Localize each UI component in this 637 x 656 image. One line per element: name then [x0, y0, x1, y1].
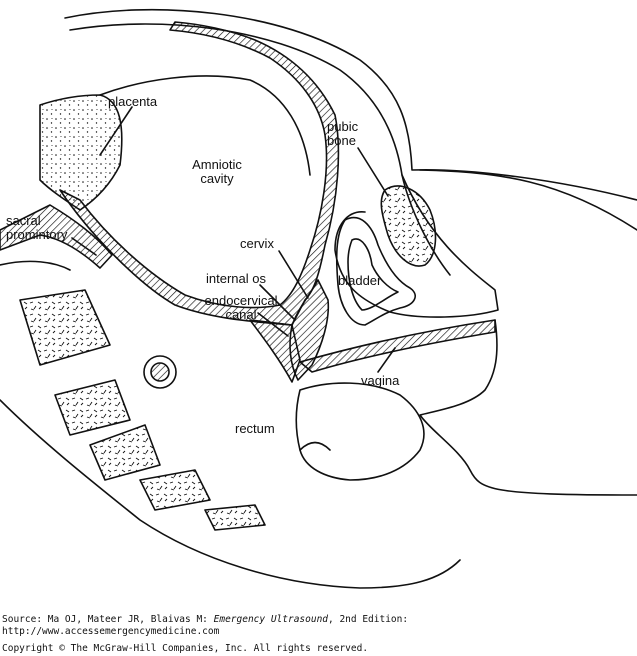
lower-body-outline [419, 319, 637, 496]
endocervical-canal [249, 319, 301, 383]
label-rectum: rectum [235, 421, 275, 436]
pubic-bone [380, 185, 437, 267]
leader-vagina [377, 347, 396, 373]
thigh-outline [419, 169, 637, 231]
abdominal-wall-outer [64, 8, 637, 201]
spine-outline [0, 260, 71, 271]
label-bladder: bladder [338, 273, 382, 288]
bladder-inner [347, 238, 399, 311]
label-pubic-line2: bone [327, 133, 356, 148]
vertebra-4 [139, 469, 211, 511]
label-sacral-line1: sacral [6, 213, 41, 228]
vertebra-5 [204, 504, 266, 531]
label-amniotic-cavity: Amniotic cavity [182, 158, 252, 186]
label-amniotic-line1: Amniotic [192, 157, 242, 172]
bowel-loop [143, 355, 177, 389]
label-sacral-promontory: sacral promintory [6, 214, 67, 242]
rectum-fold [299, 441, 331, 451]
label-amniotic-line2: cavity [200, 171, 234, 186]
source-edition: , 2nd Edition: [328, 614, 409, 625]
pubic-region-outline [334, 174, 499, 318]
leader-sacral [71, 237, 97, 256]
label-sacral-line2: promintory [6, 227, 68, 242]
source-prefix: Source: Ma OJ, Mateer JR, Blaivas M: [2, 614, 214, 625]
source-url: http://www.accessemergencymedicine.com [2, 626, 220, 637]
sacral-promontory [0, 204, 113, 269]
copyright-line: Copyright © The McGraw-Hill Companies, I… [2, 643, 369, 654]
label-pubic-line1: pubic [327, 119, 359, 134]
vertebra-3 [89, 424, 161, 481]
label-endocervical-line1: endocervical [204, 293, 278, 308]
bladder-outline [335, 216, 416, 326]
vagina [299, 319, 496, 373]
vertebra-1 [19, 289, 111, 366]
placenta [39, 94, 123, 211]
label-pubic-bone: pubic bone [327, 120, 358, 148]
source-book-title: Emergency Ultrasound [213, 614, 329, 625]
label-endocervical-line2: canal [225, 307, 257, 322]
rectum-outline [295, 382, 425, 481]
label-internal-os: internal os [206, 271, 266, 286]
leader-placenta [99, 106, 133, 156]
source-line: Source: Ma OJ, Mateer JR, Blaivas M: Eme… [2, 614, 408, 626]
label-endocervical-canal: endocervical canal [196, 294, 286, 322]
anatomy-diagram [0, 8, 637, 589]
label-cervix: cervix [240, 236, 274, 251]
leader-cervix [278, 250, 309, 299]
leader-endocervical [257, 312, 289, 337]
leader-internal-os [259, 284, 296, 321]
label-placenta: placenta [108, 94, 158, 109]
label-vagina: vagina [361, 373, 400, 388]
vertebra-2 [54, 379, 131, 436]
leader-pubic-bone [357, 147, 389, 197]
amniotic-sac [99, 75, 311, 176]
posterior-body-line [0, 399, 461, 589]
